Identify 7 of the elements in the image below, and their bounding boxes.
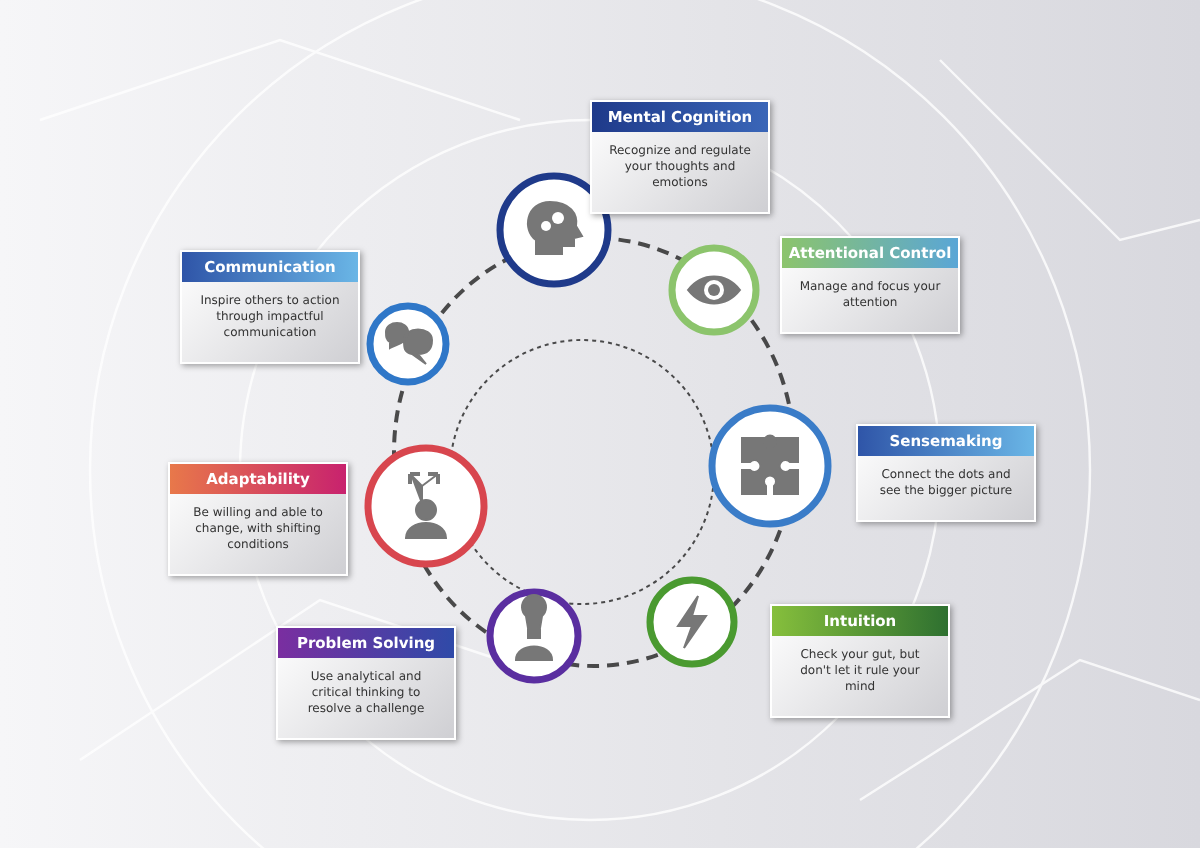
info-card (590, 100, 770, 215)
info-card (180, 250, 360, 365)
info-card (780, 236, 960, 335)
info-card (856, 424, 1036, 523)
info-card (168, 462, 348, 577)
info-card (276, 626, 456, 741)
info-card (770, 604, 950, 719)
